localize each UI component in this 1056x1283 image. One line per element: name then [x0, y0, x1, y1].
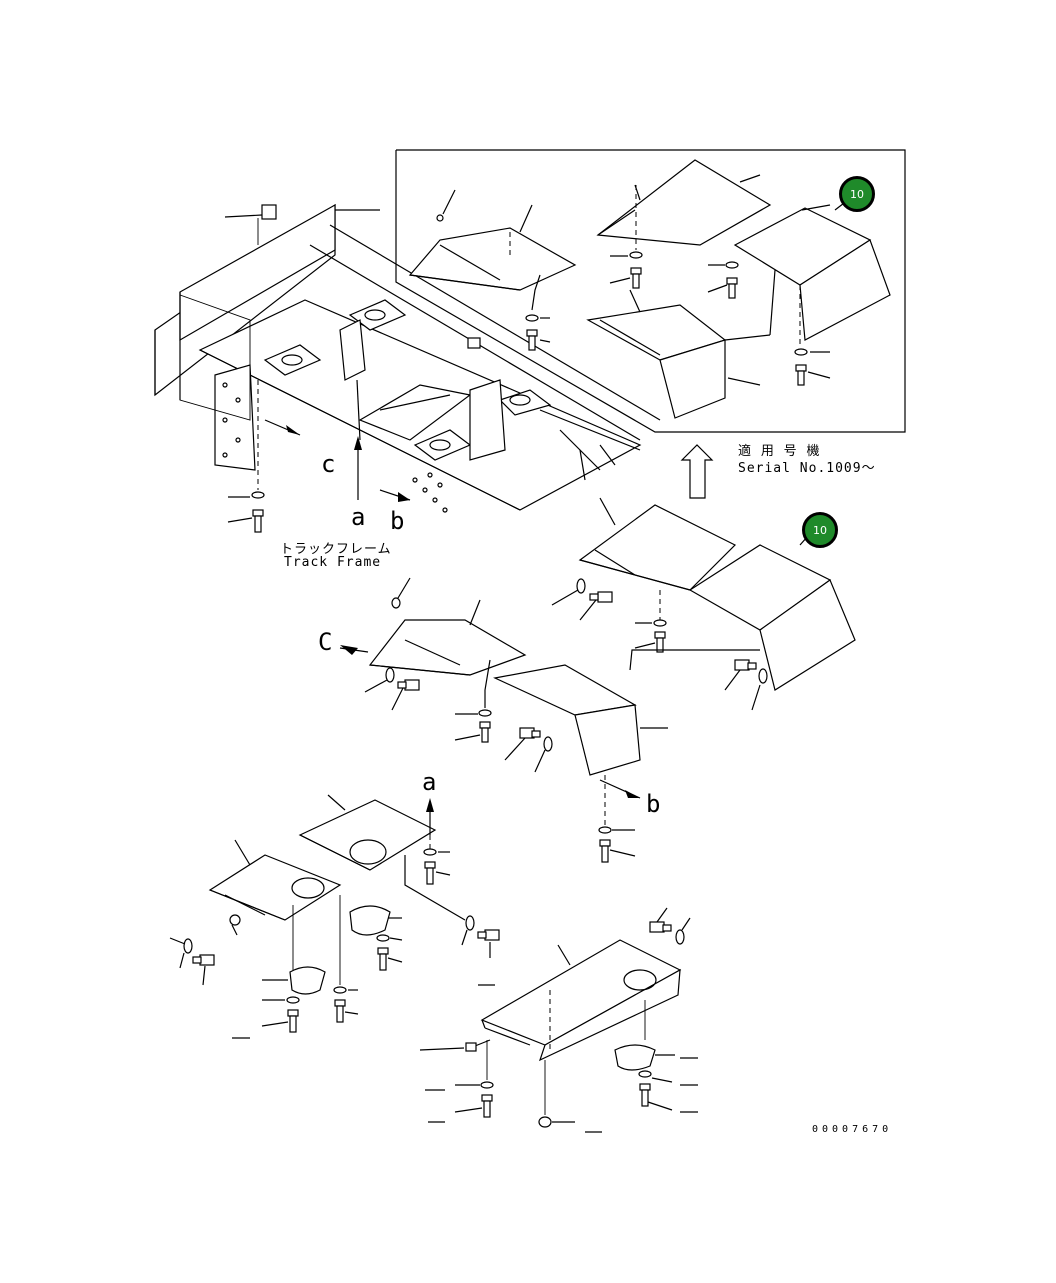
lower-left-covers [169, 794, 500, 1039]
view-label-b-upper: b [390, 507, 405, 535]
view-label-b-middle: b [646, 790, 661, 818]
serial-label-ja: 適 用 号 機 [738, 444, 821, 459]
lower-right-cover [419, 907, 698, 1133]
track-frame-label-en: Track Frame [284, 555, 382, 570]
drawing-number: 00007670 [812, 1124, 893, 1135]
middle-covers [339, 497, 856, 863]
view-label-c-middle: C [318, 628, 333, 656]
view-label-a-upper: a [351, 503, 366, 531]
serial-inset [395, 149, 906, 499]
view-label-c-upper: c [321, 450, 336, 478]
track-frame-label-ja: トラックフレーム [280, 542, 392, 557]
track-frame [154, 203, 661, 533]
callout-badge-inset: 10 [839, 176, 875, 212]
serial-label-en: Serial No.1009～ [738, 461, 876, 476]
view-label-a-lower: a [422, 768, 437, 796]
callout-badge-middle: 10 [802, 512, 838, 548]
